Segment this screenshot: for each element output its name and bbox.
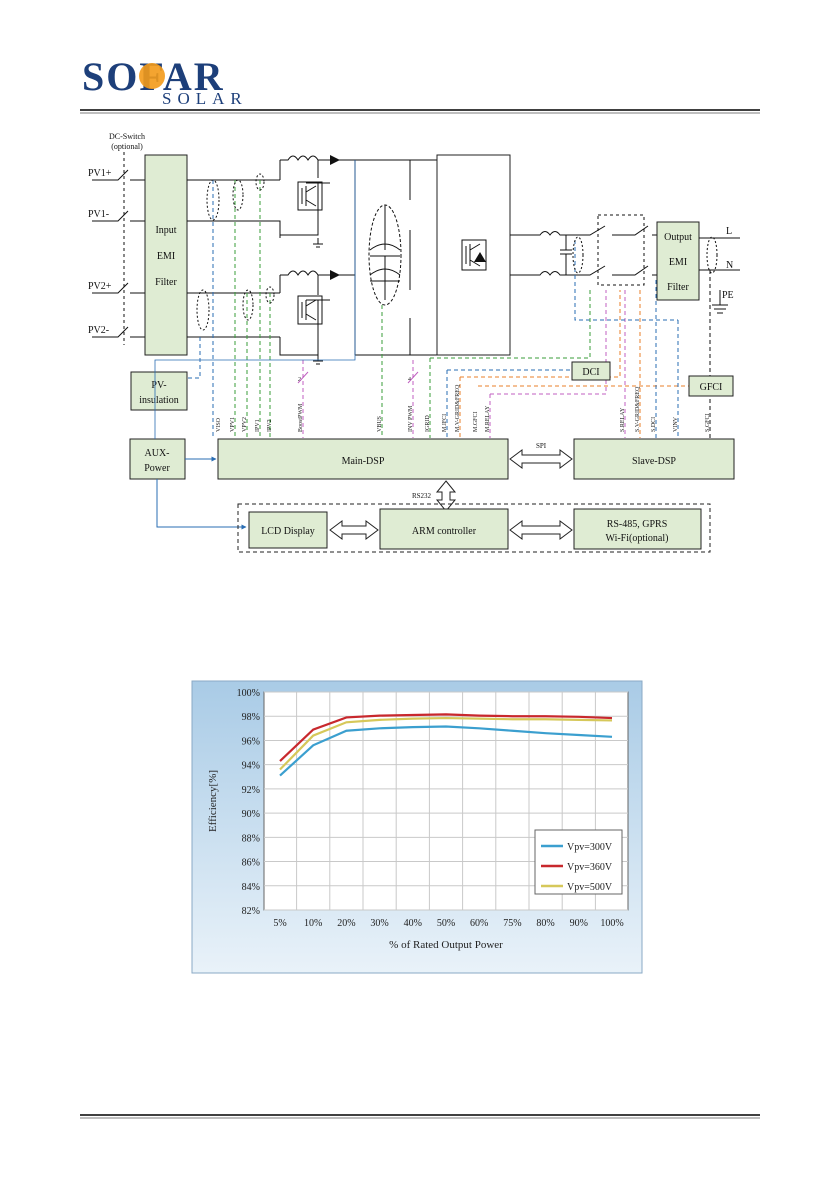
aux-power-line2: Power xyxy=(144,463,170,474)
x-tick-label: 40% xyxy=(404,918,422,929)
signal-ipv1: IPV1 xyxy=(255,419,261,432)
boost-diode-2 xyxy=(330,270,340,280)
comms-line1: RS-485, GPRS xyxy=(607,519,668,530)
signal-svgrid: S.V-GRID&FREQ xyxy=(635,386,641,432)
pv1-minus-label: PV1- xyxy=(88,209,109,220)
y-tick-label: 96% xyxy=(242,736,260,747)
y-tick-label: 82% xyxy=(242,906,260,917)
y-tick-label: 94% xyxy=(242,761,260,772)
spi-arrow xyxy=(510,450,572,468)
aux-power-line1: AUX- xyxy=(145,448,170,459)
y-tick-label: 90% xyxy=(242,809,260,820)
x-tick-label: 80% xyxy=(536,918,554,929)
signal-igrid: IGRID xyxy=(425,415,431,432)
pv1-plus-label: PV1+ xyxy=(88,168,112,179)
pv2-minus-label: PV2- xyxy=(88,325,109,336)
signal-vinv: VINV xyxy=(673,416,679,432)
signal-vpv2: VPV2 xyxy=(242,417,248,432)
x-tick-label: 10% xyxy=(304,918,322,929)
efficiency-chart: 82% 84% 86% 88% 90% 92% 94% 96% 98% 100% 5% 10% 20%… xyxy=(192,681,642,973)
chart-legend: Vpv=300V Vpv=360V Vpv=500V xyxy=(535,830,622,894)
arm-controller-label: ARM controller xyxy=(412,526,477,537)
x-tick-label: 30% xyxy=(370,918,388,929)
dci-label: DCI xyxy=(582,367,599,378)
pv-insulation-line1: PV- xyxy=(151,380,166,391)
signal-vpv1: VPV1 xyxy=(230,417,236,432)
signal-mgfci: M.GFCI xyxy=(473,411,479,432)
input-filter-line1: Input xyxy=(155,225,176,236)
legend-label: Vpv=500V xyxy=(567,882,613,893)
signal-boostpwm: BoostPWM xyxy=(298,403,304,432)
pv-inputs: PV1+ PV1- PV2+ PV2- xyxy=(88,152,145,345)
x-tick-label: 90% xyxy=(570,918,588,929)
y-tick-label: 100% xyxy=(237,688,260,699)
arm-comms-arrow xyxy=(510,521,572,539)
x-tick-label: 75% xyxy=(503,918,521,929)
input-filter-line2: EMI xyxy=(157,251,175,262)
x-tick-label: 50% xyxy=(437,918,455,929)
rs232-arrow xyxy=(437,481,455,511)
y-tick-label: 84% xyxy=(242,882,260,893)
y-tick-label: 98% xyxy=(242,712,260,723)
signal-mifci: M.IFCI xyxy=(442,414,448,432)
lcd-display-label: LCD Display xyxy=(261,526,315,537)
sofar-logo: SOFAR SOLAR xyxy=(82,54,248,108)
logo-sub: SOLAR xyxy=(162,89,248,108)
output-filter-line2: EMI xyxy=(669,257,687,268)
signal-sgfci: S.GFCI xyxy=(705,413,711,432)
rs232-label: RS232 xyxy=(412,492,432,500)
output-filter-line1: Output xyxy=(664,232,692,243)
lcd-arm-arrow xyxy=(330,521,378,539)
dc-switch-label: DC-Switch xyxy=(109,132,145,141)
signal-mrelay: M.RELAY xyxy=(485,405,491,432)
boost-diode-1 xyxy=(330,155,340,165)
x-tick-label: 100% xyxy=(600,918,623,929)
signal-vbus: VBUS xyxy=(377,416,383,432)
signal-ipv2: IPV2 xyxy=(267,419,273,432)
dc-switch-sub-label: (optional) xyxy=(111,142,143,151)
y-tick-label: 92% xyxy=(242,785,260,796)
signal-viso: VISO xyxy=(216,417,222,432)
pv-insulation-line2: insulation xyxy=(139,395,178,406)
grid-n-label: N xyxy=(726,260,733,271)
logo-sun-icon xyxy=(139,63,165,89)
gfci-label: GFCI xyxy=(700,382,723,393)
x-axis-label: % of Rated Output Power xyxy=(389,939,503,951)
y-tick-label: 86% xyxy=(242,858,260,869)
y-axis-label: Efficiency[%] xyxy=(207,770,219,832)
spi-label: SPI xyxy=(536,442,547,450)
signal-invpwm: INV PWM xyxy=(408,405,414,432)
x-tick-label: 5% xyxy=(273,918,286,929)
slave-dsp-label: Slave-DSP xyxy=(632,456,676,467)
y-tick-label: 88% xyxy=(242,833,260,844)
grid-pe-label: PE xyxy=(722,290,734,301)
inverter-block-diagram: DC-Switch (optional) PV1+ PV1- PV2+ PV2-… xyxy=(88,132,740,552)
inverter-bridge-box xyxy=(437,155,510,355)
x-tick-label: 60% xyxy=(470,918,488,929)
input-filter-line3: Filter xyxy=(155,277,177,288)
signal-srelay: S.RELAY xyxy=(620,407,626,432)
signal-sdci: S.DCI xyxy=(651,417,657,432)
main-dsp-label: Main-DSP xyxy=(342,456,385,467)
pv2-plus-label: PV2+ xyxy=(88,281,112,292)
comms-line2: Wi-Fi(optional) xyxy=(606,533,669,544)
x-tick-label: 20% xyxy=(337,918,355,929)
output-filter-line3: Filter xyxy=(667,282,689,293)
grid-l-label: L xyxy=(726,226,732,237)
legend-label: Vpv=300V xyxy=(567,842,613,853)
legend-label: Vpv=360V xyxy=(567,862,613,873)
signal-mvgrid: M.V-GRID&FREQ xyxy=(455,384,461,432)
